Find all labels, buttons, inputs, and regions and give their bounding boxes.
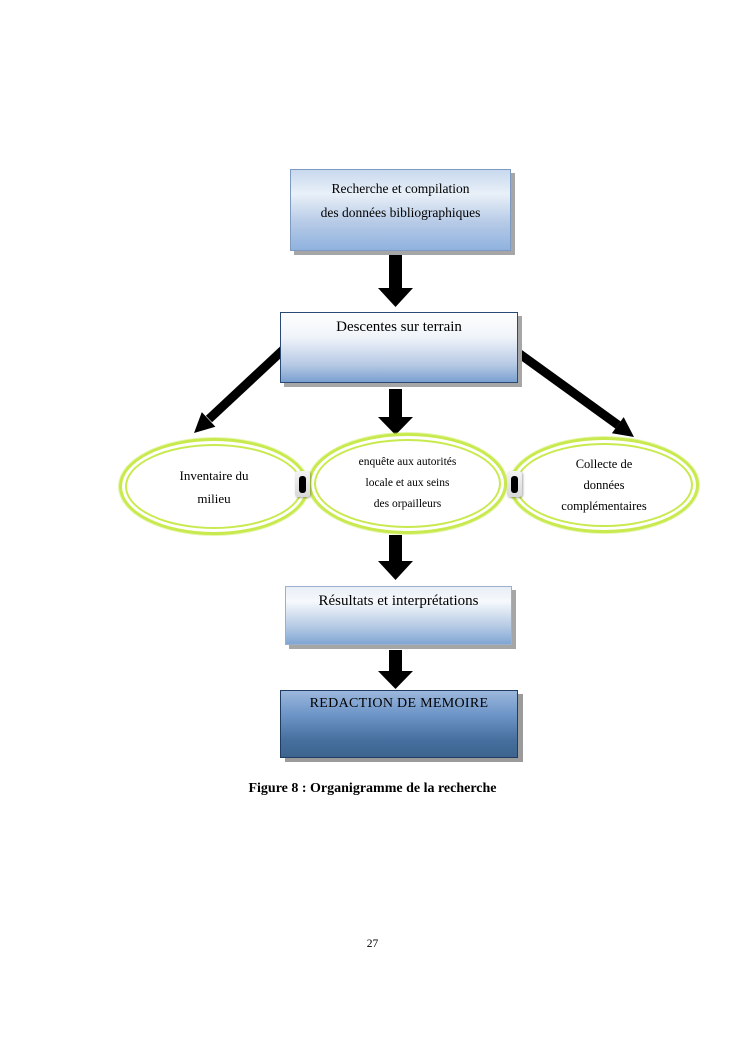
arrow-terrain-to-inventaire: [194, 345, 288, 433]
arrow-terrain-to-collecte: [514, 348, 634, 437]
flow-box-redaction-label: REDACTION DE MEMOIRE: [309, 696, 489, 711]
ellipse-collecte-line1: Collecte de: [575, 456, 633, 471]
arrow-resultats-to-redaction: [378, 650, 413, 689]
flow-box-resultats-label: Résultats et interprétations: [318, 593, 479, 609]
figure-caption: Figure 8 : Organigramme de la recherche: [248, 781, 497, 796]
ellipse-inventaire-line2: milieu: [197, 490, 231, 506]
flow-ellipse-enquete-text: enquête aux autorités locale et aux sein…: [359, 452, 457, 515]
flow-connector-left-icon: [295, 471, 310, 497]
arrow-enquete-to-resultats: [378, 535, 413, 580]
ellipse-collecte-line2: données: [583, 477, 625, 492]
flow-box-terrain: Descentes sur terrain: [280, 312, 518, 383]
ellipse-inventaire-line1: Inventaire du: [179, 467, 249, 483]
ellipse-enquete-line2: locale et aux seins: [365, 477, 450, 489]
flow-box-research-line1: Recherche et compilation: [331, 181, 470, 196]
flow-ellipse-inventaire: Inventaire du milieu: [119, 438, 309, 535]
flow-box-research: Recherche et compilation des données bib…: [290, 169, 511, 251]
flow-box-redaction: REDACTION DE MEMOIRE: [280, 690, 518, 758]
flow-ellipse-inventaire-text: Inventaire du milieu: [180, 464, 249, 510]
flow-ellipse-collecte: Collecte de données complémentaires: [509, 437, 699, 533]
ellipse-enquete-line3: des orpailleurs: [373, 498, 442, 510]
flow-ellipse-enquete: enquête aux autorités locale et aux sein…: [308, 433, 507, 534]
flow-box-research-line2: des données bibliographiques: [320, 205, 481, 220]
arrow-research-to-terrain: [378, 255, 413, 307]
ellipse-collecte-line3: complémentaires: [561, 498, 647, 513]
page-number: 27: [366, 938, 379, 950]
flow-ellipse-collecte-text: Collecte de données complémentaires: [561, 454, 646, 517]
ellipse-enquete-line1: enquête aux autorités: [358, 456, 457, 468]
arrow-terrain-to-enquete: [378, 389, 413, 435]
flow-box-resultats: Résultats et interprétations: [285, 586, 512, 645]
flow-box-terrain-label: Descentes sur terrain: [336, 319, 462, 335]
flow-connector-right-icon: [507, 471, 522, 497]
